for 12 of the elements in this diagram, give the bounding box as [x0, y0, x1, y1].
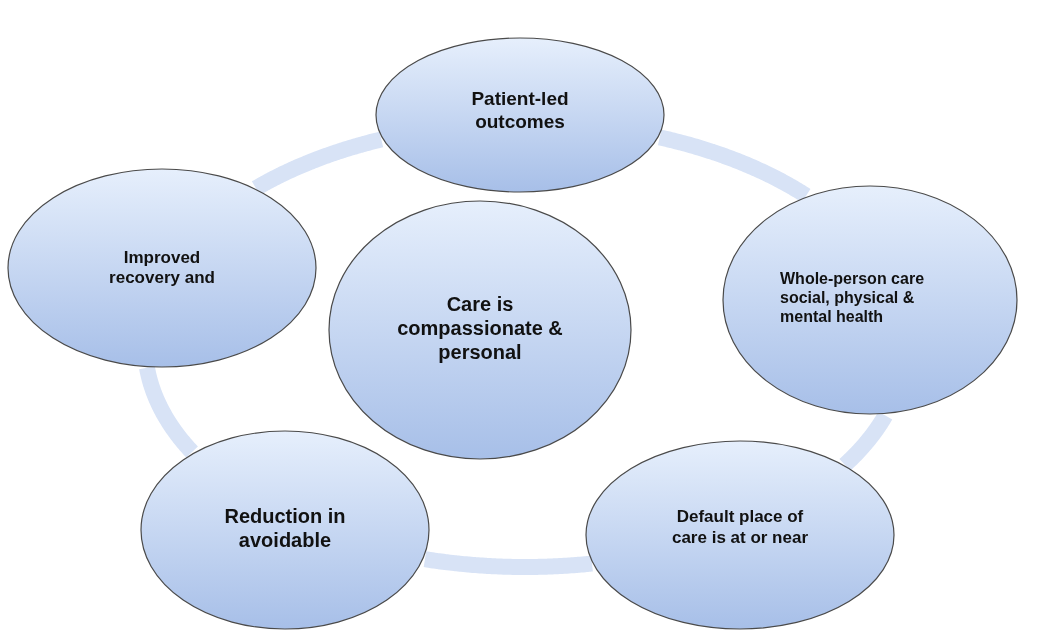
node-label: Improved recovery and: [108, 247, 216, 289]
ellipse-node: [140, 430, 430, 630]
ellipse-node: [585, 440, 895, 630]
node-label: Whole-person care social, physical & mental health: [780, 268, 926, 327]
ellipse-node: [7, 168, 317, 368]
node-label: Default place of care is at or near: [670, 507, 810, 548]
node-label: Reduction in avoidable: [223, 503, 347, 552]
node-label: Patient-led outcomes: [470, 88, 570, 134]
node-label: Care is compassionate & personal: [396, 291, 564, 364]
ellipse-node: [328, 200, 632, 460]
ellipse-node: [375, 37, 665, 193]
ellipse-node: [722, 185, 1018, 415]
